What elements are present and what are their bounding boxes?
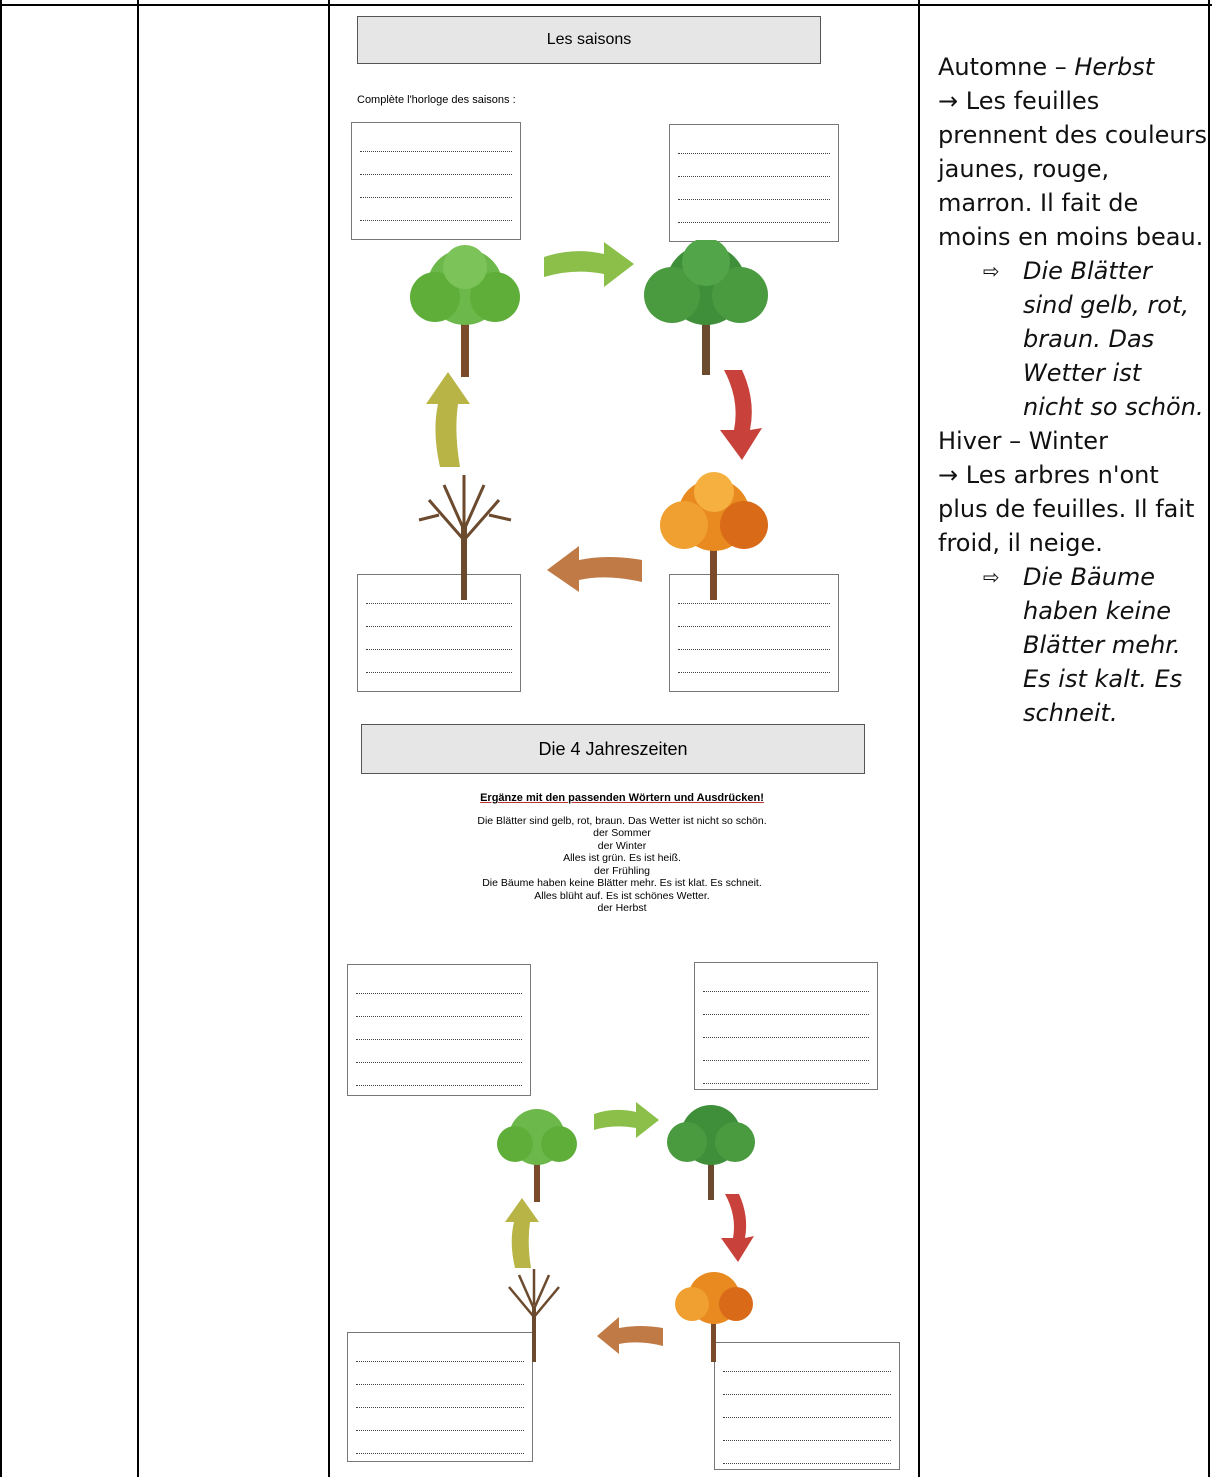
autumn-sentence: ⇨ Die Blätter sind gelb, rot, braun. Das… <box>983 254 1208 424</box>
worksheet-title-fr: Les saisons <box>357 16 821 64</box>
worksheet-instruction-de: Ergänze mit den passenden Wörtern und Au… <box>480 792 764 804</box>
winter-tree-icon <box>508 1269 560 1362</box>
spring-tree-icon <box>497 1109 577 1202</box>
answer-box <box>347 964 531 1096</box>
table-divider-2 <box>328 0 330 1477</box>
table-border-left <box>0 0 2 1477</box>
word-bank: Ergänze mit den passenden Wörtern und Au… <box>329 792 915 915</box>
summer-tree-icon <box>644 240 768 375</box>
word-bank-item: Die Blätter sind gelb, rot, braun. Das W… <box>477 814 767 827</box>
answer-box <box>357 574 521 692</box>
winter-tree-icon <box>418 475 512 600</box>
answer-box <box>669 124 839 242</box>
arrow-down-icon <box>721 1194 754 1262</box>
worksheet-title-de-text: Die 4 Jahreszeiten <box>538 738 688 759</box>
worksheet-title-fr-text: Les saisons <box>546 31 632 48</box>
winter-description: → Les arbres n'ont plus de feuilles. Il … <box>938 458 1208 560</box>
spring-tree-icon <box>410 245 520 377</box>
word-bank-item: der Sommer <box>593 827 651 839</box>
table-divider-3 <box>918 0 920 1477</box>
word-bank-item: Alles blüht auf. Es ist schönes Wetter. <box>534 889 710 902</box>
arrow-up-icon <box>505 1198 539 1268</box>
winter-sentence: ⇨ Die Bäume haben keine Blätter mehr. Es… <box>983 560 1208 730</box>
winter-description-text: Les arbres n'ont plus de feuilles. Il fa… <box>938 461 1195 557</box>
worksheet-title-de: Die 4 Jahreszeiten <box>361 724 865 774</box>
answer-box <box>347 1332 533 1462</box>
table-divider-1 <box>137 0 139 1477</box>
table-border-right <box>1208 0 1210 1477</box>
answer-box <box>669 574 839 692</box>
notes-column: Automne – Herbst → Les feuilles prennent… <box>938 50 1208 730</box>
worksheet-image: Les saisons Complète l'horloge des saiso… <box>329 2 915 1477</box>
arrow-symbol-icon: → <box>938 87 959 115</box>
worksheet-instruction-fr: Complète l'horloge des saisons : <box>357 94 516 106</box>
word-bank-item: Alles ist grün. Es ist heiß. <box>563 852 681 864</box>
answer-box <box>351 122 521 240</box>
winter-heading: Hiver – Winter <box>938 427 1108 455</box>
arrow-down-icon <box>720 370 762 460</box>
autumn-sentence-text: Die Blätter sind gelb, rot, braun. Das W… <box>1023 257 1204 421</box>
arrow-right-icon <box>594 1102 659 1138</box>
autumn-heading-fr: Automne – <box>938 53 1075 81</box>
autumn-description-text: Les feuilles prennent des couleurs jaune… <box>938 87 1208 251</box>
bullet-arrow-icon: ⇨ <box>983 259 1000 283</box>
summer-tree-icon <box>667 1105 755 1200</box>
answer-box <box>694 962 878 1090</box>
bullet-arrow-icon: ⇨ <box>983 565 1000 589</box>
word-bank-item: der Winter <box>597 839 647 852</box>
autumn-heading-de: Herbst <box>1074 53 1155 81</box>
word-bank-item: der Herbst <box>597 902 647 914</box>
autumn-tree-icon <box>675 1272 753 1362</box>
autumn-description: → Les feuilles prennent des couleurs jau… <box>938 84 1208 254</box>
answer-box <box>714 1342 900 1470</box>
word-bank-item: der Frühling <box>593 864 651 877</box>
arrow-left-icon <box>547 546 642 592</box>
word-bank-item: Die Bäume haben keine Blätter mehr. Es i… <box>482 877 762 889</box>
arrow-right-icon <box>544 242 634 287</box>
winter-sentence-text: Die Bäume haben keine Blätter mehr. Es i… <box>1023 563 1183 727</box>
arrow-symbol-icon: → <box>938 461 959 489</box>
table-border-top <box>0 4 1212 6</box>
arrow-up-icon <box>426 372 470 467</box>
autumn-tree-icon <box>660 472 768 600</box>
autumn-heading: Automne – Herbst <box>938 50 1208 84</box>
arrow-left-icon <box>597 1317 663 1354</box>
